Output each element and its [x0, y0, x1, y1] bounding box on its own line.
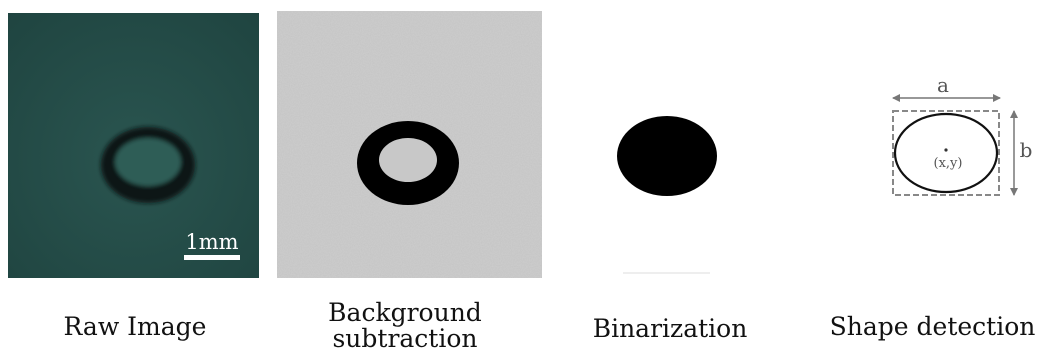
caption-raw-image-line-1: Raw Image	[35, 314, 235, 340]
droplet-ring	[101, 127, 195, 203]
caption-background-line-2: subtraction	[300, 326, 510, 352]
caption-shape-detection-line-1: Shape detection	[825, 314, 1040, 340]
center-point	[944, 148, 947, 151]
center-label: (x,y)	[934, 156, 963, 171]
detected-ellipse	[895, 114, 997, 192]
background-subtraction-image	[277, 11, 542, 278]
binary-blob	[617, 116, 717, 196]
raw-image-panel: 1mm	[8, 13, 259, 278]
raw-image: 1mm	[8, 13, 259, 278]
height-label: b	[1020, 138, 1033, 162]
shape-detection-panel: a b (x,y)	[870, 70, 1040, 210]
caption-background-subtraction: Background subtraction	[300, 300, 510, 352]
caption-shape-detection: Shape detection	[825, 314, 1040, 340]
shape-detection-diagram: a b (x,y)	[870, 70, 1040, 210]
binarization-panel	[560, 11, 810, 278]
caption-binarization: Binarization	[570, 316, 770, 342]
background-subtraction-panel	[277, 11, 542, 278]
width-label: a	[937, 73, 949, 97]
scale-bar	[184, 255, 240, 260]
subtracted-ring	[357, 121, 459, 205]
caption-binarization-line-1: Binarization	[570, 316, 770, 342]
binarization-image	[560, 11, 810, 278]
caption-background-line-1: Background	[300, 300, 510, 326]
caption-raw-image: Raw Image	[35, 314, 235, 340]
bounding-box	[893, 111, 999, 195]
scale-bar-label: 1mm	[185, 230, 238, 254]
